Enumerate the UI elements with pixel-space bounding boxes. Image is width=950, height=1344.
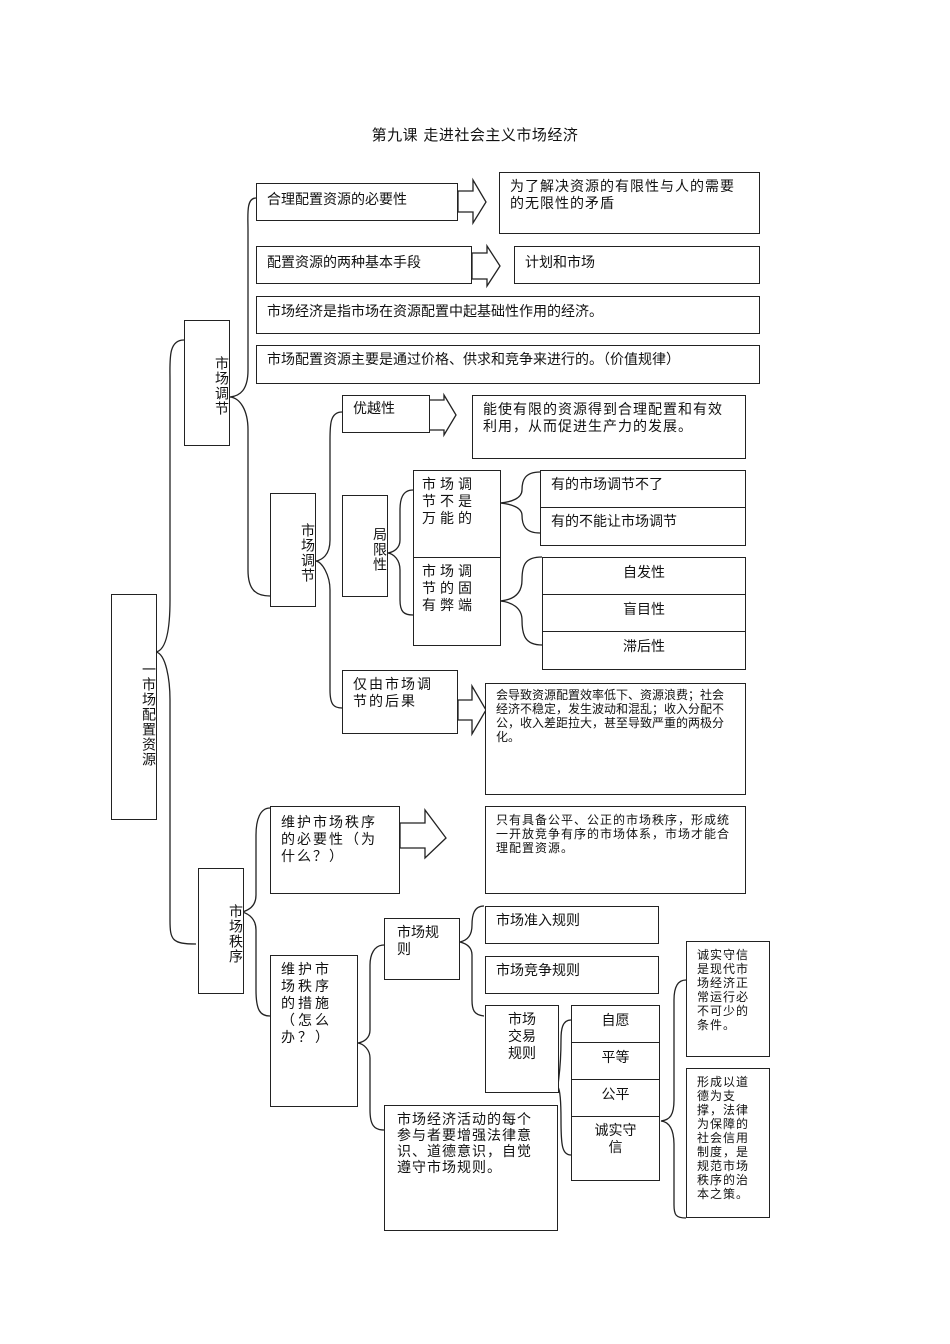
brace-sub-regulation	[315, 411, 343, 709]
node-label: 维护市场秩序的措施（怎么办？）	[281, 962, 332, 1046]
node-label: 市场规则	[397, 925, 439, 958]
node-text: 计划和市场	[525, 255, 595, 271]
node-text: 只有具备公平、公正的市场秩序，形成统一开放竞争有序的市场体系，市场才能合理配置资…	[496, 813, 731, 855]
item-text: 诚实守信	[594, 1123, 637, 1156]
node-label: 仅由市场调节的后果	[353, 677, 433, 710]
brace-integrity	[660, 979, 687, 1219]
node-consequence-result: 会导致资源配置效率低下、资源浪费；社会经济不稳定，发生波动和混乱；收入分配不公，…	[485, 683, 746, 795]
node-text: 会导致资源配置效率低下、资源浪费；社会经济不稳定，发生波动和混乱；收入分配不公，…	[496, 688, 725, 744]
limit-item-1: 有的市场调节不了	[540, 470, 746, 508]
defect-item-1: 自发性	[542, 557, 746, 595]
defect-item-3: 滞后性	[542, 631, 746, 670]
node-necessity-result: 为了解决资源的有限性与人的需要的无限性的矛盾	[499, 172, 760, 234]
node-sub-regulation: 市场调节	[270, 493, 316, 607]
node-label: 局限性	[371, 526, 387, 572]
node-not-omnipotent: 市场调节不是万能的	[413, 470, 501, 558]
node-text: 为了解决资源的有限性与人的需要的无限性的矛盾	[510, 179, 735, 212]
brace-limitation	[387, 489, 414, 616]
rule-competition: 市场竞争规则	[485, 956, 659, 994]
node-order-necessity: 维护市场秩序的必要性（为什么？）	[270, 806, 400, 894]
node-market-regulation: 市场调节	[184, 320, 230, 446]
arrow-consequence	[457, 683, 487, 737]
arrow-two-means	[471, 243, 501, 289]
brace-not-omnipotent	[499, 471, 541, 534]
item-text: 平等	[601, 1050, 630, 1066]
item-text: 有的不能让市场调节	[551, 514, 677, 530]
item-text: 自发性	[623, 565, 665, 581]
root-node: 一市场配置资源	[111, 594, 157, 820]
node-two-means-result: 计划和市场	[514, 246, 760, 284]
principle-4: 诚实守信	[571, 1116, 660, 1181]
node-rules: 市场规则	[384, 918, 460, 980]
node-label: 优越性	[353, 401, 395, 417]
root-label: 一市场配置资源	[140, 661, 156, 767]
brace-rules	[459, 905, 485, 1017]
rule-trade: 市场交易规则	[485, 1005, 559, 1093]
item-text: 市场竞争规则	[496, 963, 580, 979]
node-label: 市场调节	[213, 356, 229, 416]
integrity-note-2: 形成以道德为支撑，法律为保障的社会信用制度，是规范市场秩序的治本之策。	[686, 1068, 770, 1218]
node-label: 维护市场秩序的必要性（为什么？）	[281, 815, 377, 865]
arrow-necessity	[457, 177, 487, 226]
principle-2: 平等	[571, 1042, 660, 1080]
rule-entry: 市场准入规则	[485, 906, 659, 944]
node-text: 市场配置资源主要是通过价格、供求和竞争来进行的。（价值规律）	[267, 352, 680, 368]
node-consequence: 仅由市场调节的后果	[342, 670, 458, 734]
brace-order	[241, 807, 271, 1017]
node-definition: 市场经济是指市场在资源配置中起基础性作用的经济。	[256, 296, 760, 334]
node-advantage: 优越性	[342, 395, 430, 433]
node-limitation: 局限性	[342, 495, 388, 597]
node-participants: 市场经济活动的每个参与者要增强法律意识、道德意识，自觉遵守市场规则。	[384, 1105, 558, 1231]
node-label: 市场调节	[299, 523, 315, 583]
item-text: 自愿	[601, 1013, 630, 1029]
node-label: 配置资源的两种基本手段	[267, 255, 421, 271]
principle-1: 自愿	[571, 1005, 660, 1043]
arrow-advantage	[428, 392, 457, 438]
node-text: 市场经济活动的每个参与者要增强法律意识、道德意识，自觉遵守市场规则。	[397, 1112, 532, 1176]
node-text: 形成以道德为支撑，法律为保障的社会信用制度，是规范市场秩序的治本之策。	[697, 1075, 750, 1201]
node-necessity: 合理配置资源的必要性	[256, 183, 458, 221]
node-mechanism: 市场配置资源主要是通过价格、供求和竞争来进行的。（价值规律）	[256, 345, 760, 384]
brace-defects	[499, 556, 543, 646]
node-label: 合理配置资源的必要性	[267, 192, 407, 208]
page-title: 第九课 走进社会主义市场经济	[371, 126, 579, 144]
item-text: 市场准入规则	[496, 913, 580, 929]
brace-regulation	[229, 197, 271, 597]
item-text: 滞后性	[623, 639, 665, 655]
node-advantage-result: 能使有限的资源得到合理配置和有效利用，从而促进生产力的发展。	[472, 395, 746, 459]
arrow-order-necessity	[399, 808, 447, 860]
node-market-order: 市场秩序	[198, 868, 244, 994]
node-label: 市场调节的固有弊端	[422, 564, 476, 614]
defect-item-2: 盲目性	[542, 594, 746, 632]
node-label: 市场交易规则	[508, 1012, 536, 1062]
node-label: 市场调节不是万能的	[422, 477, 476, 527]
node-two-means: 配置资源的两种基本手段	[256, 246, 472, 284]
brace-trade	[557, 1019, 572, 1156]
integrity-note-1: 诚实守信是现代市场经济正常运行必不可少的条件。	[686, 941, 770, 1057]
limit-item-2: 有的不能让市场调节	[540, 507, 746, 546]
node-text: 诚实守信是现代市场经济正常运行必不可少的条件。	[697, 948, 750, 1032]
principle-3: 公平	[571, 1079, 660, 1117]
item-text: 有的市场调节不了	[551, 477, 663, 493]
item-text: 盲目性	[623, 602, 665, 618]
item-text: 公平	[601, 1087, 630, 1103]
node-text: 能使有限的资源得到合理配置和有效利用，从而促进生产力的发展。	[483, 402, 723, 435]
node-inherent-defects: 市场调节的固有弊端	[413, 557, 501, 646]
node-measures: 维护市场秩序的措施（怎么办？）	[270, 955, 358, 1107]
brace-measures	[357, 944, 385, 1131]
node-label: 市场秩序	[227, 904, 243, 964]
node-order-necessity-result: 只有具备公平、公正的市场秩序，形成统一开放竞争有序的市场体系，市场才能合理配置资…	[485, 806, 746, 894]
node-text: 市场经济是指市场在资源配置中起基础性作用的经济。	[267, 304, 603, 320]
